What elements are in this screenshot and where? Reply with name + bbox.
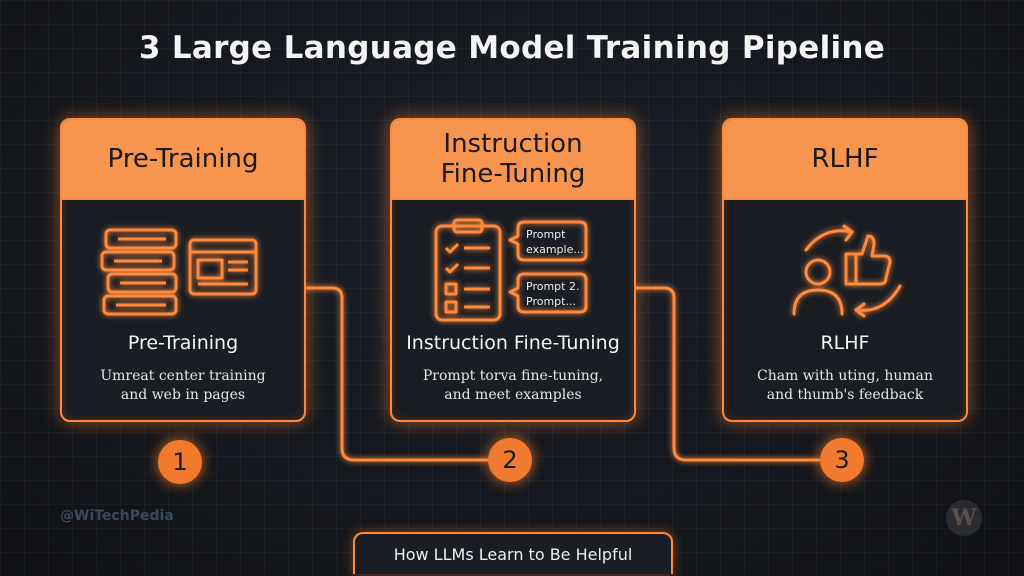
- human-feedback-thumbs-up-icon: [724, 210, 966, 330]
- stage-heading: Pre-Training: [62, 120, 304, 200]
- stage-heading: RLHF: [724, 120, 966, 200]
- stage-heading: Instruction Fine-Tuning: [392, 120, 634, 200]
- stage-description-line: and thumb's feedback: [766, 387, 924, 403]
- prompt-bubble-text: Prompt: [526, 228, 566, 241]
- step-marker-1: 1: [158, 440, 202, 484]
- stage-description: Cham with uting, human and thumb's feedb…: [734, 367, 956, 405]
- books-and-webpage-icon: [62, 210, 304, 330]
- stage-heading-line: RLHF: [811, 144, 879, 174]
- connector-stage1-to-step2: [300, 286, 488, 462]
- prompt-bubble-text: example...: [526, 243, 584, 256]
- stage-description-line: and meet examples: [444, 387, 582, 403]
- stage-description: Umreat center training and web in pages: [72, 367, 294, 405]
- checklist-with-prompts-icon: Prompt example... Prompt 2. Prompt...: [392, 210, 634, 330]
- stage-heading-line: Pre-Training: [107, 144, 259, 174]
- stage-description-line: Cham with uting, human: [756, 368, 934, 384]
- stage-heading-line: Instruction: [443, 129, 583, 159]
- prompt-bubble-text: Prompt 2.: [526, 280, 579, 293]
- stage-heading-line: Fine-Tuning: [440, 159, 586, 189]
- stage-label: Pre-Training: [127, 332, 239, 354]
- footer-caption: How LLMs Learn to Be Helpful: [353, 532, 673, 574]
- stage-label: RLHF: [820, 332, 870, 354]
- stage-description-line: Umreat center training: [100, 368, 266, 384]
- step-marker-2: 2: [488, 438, 532, 482]
- stage-card-pre-training: Pre-Training Pre-Training U: [60, 118, 306, 422]
- connector-stage2-to-step3: [632, 286, 820, 462]
- stage-label: Instruction Fine-Tuning: [406, 332, 620, 354]
- stage-description-line: Prompt torva fine-tuning,: [422, 368, 604, 384]
- prompt-bubble-text: Prompt...: [526, 295, 576, 308]
- stage-card-instruction-fine-tuning: Instruction Fine-Tuning Prompt ex: [390, 118, 636, 422]
- page-title: 3 Large Language Model Training Pipeline: [138, 30, 886, 66]
- stage-description-line: and web in pages: [120, 387, 246, 403]
- step-marker-3: 3: [820, 438, 864, 482]
- brand-logo-icon: W: [946, 500, 982, 536]
- watermark-handle: @WiTechPedia: [60, 508, 174, 524]
- stage-description: Prompt torva fine-tuning, and meet examp…: [402, 367, 624, 405]
- stage-card-rlhf: RLHF RLHF Cham with uting, human and thu…: [722, 118, 968, 422]
